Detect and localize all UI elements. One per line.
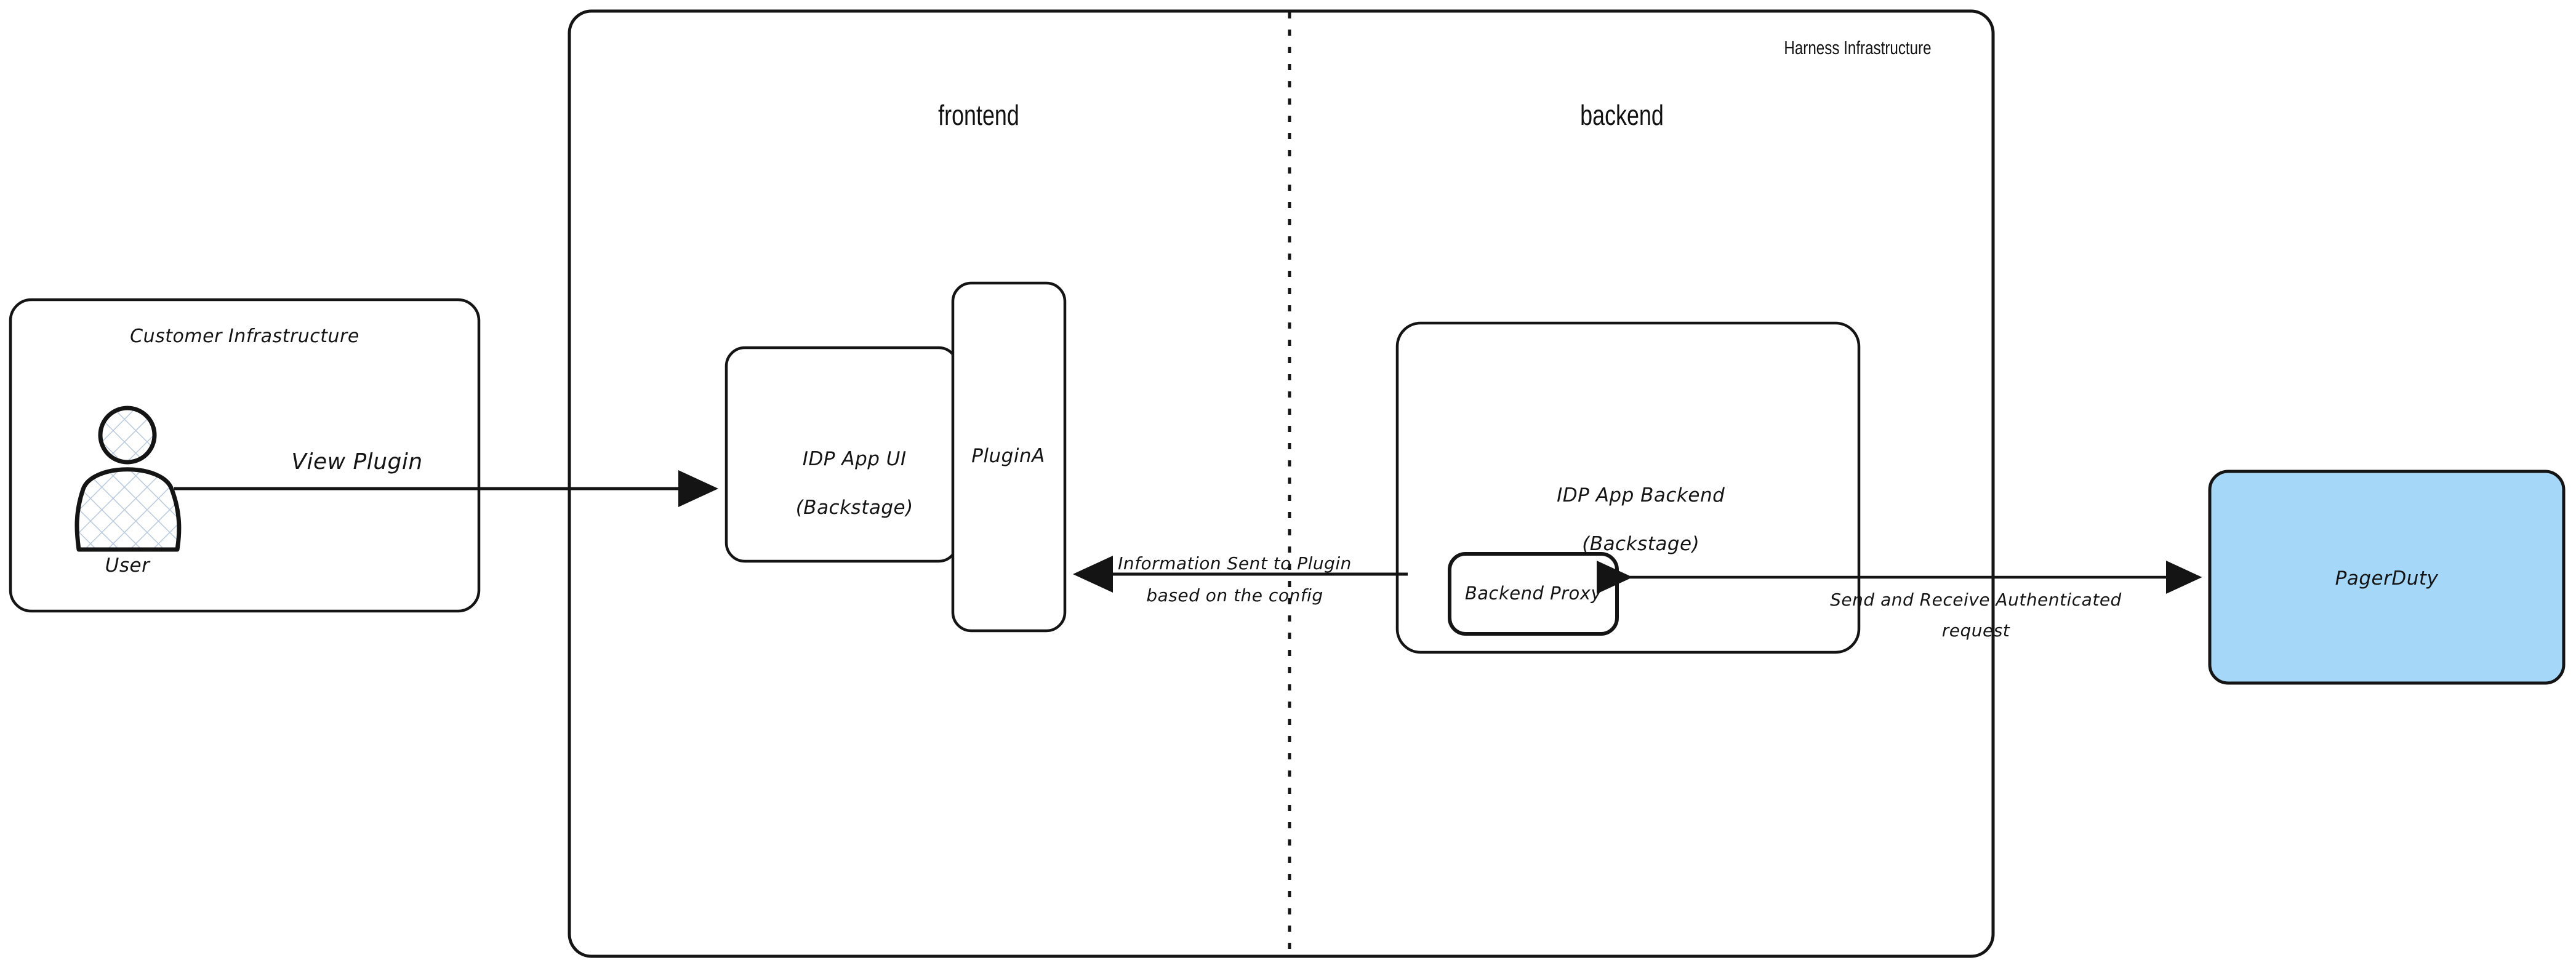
plugin-a-label: PluginA [971,445,1045,467]
user-label: User [105,554,150,577]
edge-label-send-receive-line1: Send and Receive Authenticated [1830,590,2122,610]
idp-app-backend-label: IDP App Backend (Backstage) [1397,459,1859,581]
idp-app-ui-line2: (Backstage) [795,497,913,519]
idp-app-ui-label: IDP App UI (Backstage) [726,423,957,545]
backend-proxy-label: Backend Proxy [1464,583,1602,604]
edge-label-send-receive-line2: request [1941,620,2010,641]
harness-infrastructure-label: Harness Infrastructure [1784,37,1932,58]
pagerduty-box[interactable] [2208,470,2566,685]
harness-infrastructure-container[interactable] [568,9,1995,958]
edge-label-information-sent-line2: based on the config [1146,585,1323,606]
zone-label-backend: backend [1580,99,1664,131]
edge-label-view-plugin: View Plugin [291,449,423,474]
user-actor-icon [74,406,182,552]
backend-proxy-box[interactable] [1448,552,1619,636]
idp-app-ui-line1: IDP App UI [802,447,907,470]
idp-app-backend-line2: (Backstage) [1582,533,1700,556]
edge-label-information-sent-line1: Information Sent to Plugin [1118,553,1352,574]
pagerduty-label: PagerDuty [2335,567,2439,590]
zone-label-frontend: frontend [938,99,1019,131]
customer-infrastructure-label: Customer Infrastructure [130,326,359,347]
idp-app-backend-line1: IDP App Backend [1557,484,1725,506]
plugin-a-box[interactable] [951,281,1067,633]
